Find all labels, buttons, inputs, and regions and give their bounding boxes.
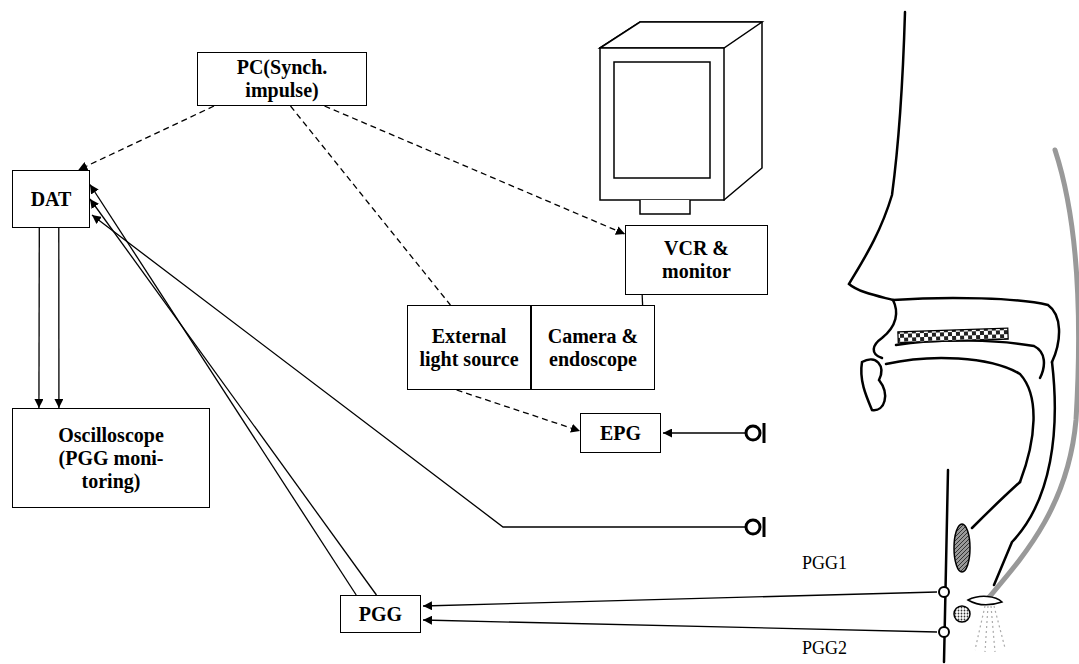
glottis	[968, 596, 1002, 604]
process-box: DAT	[12, 170, 90, 228]
light-spray	[975, 606, 1005, 652]
head-profile	[849, 12, 1078, 662]
monitor-front	[600, 48, 724, 200]
monitor-screen	[614, 62, 710, 178]
box-label: External light source	[413, 325, 525, 371]
epiglottis	[954, 524, 970, 572]
process-box: PGG	[340, 595, 421, 633]
face-profile	[849, 12, 905, 300]
box-label: VCR & monitor	[642, 237, 752, 283]
upper-lip	[874, 300, 896, 358]
box-label: Camera & endoscope	[537, 325, 649, 371]
process-box: Camera & endoscope	[531, 305, 655, 390]
box-label: EPG	[600, 422, 641, 445]
pgg-sensor	[939, 627, 949, 637]
signal-wire	[92, 215, 937, 632]
process-box: Oscilloscope (PGG moni- toring)	[12, 408, 210, 508]
process-box: External light source	[407, 305, 531, 390]
signal-name: PGG2	[800, 638, 849, 659]
monitor-top	[600, 22, 762, 48]
nasal-cavity	[893, 298, 1059, 362]
vocal-fold	[954, 606, 970, 622]
signal-line	[38, 228, 40, 408]
process-box: PC(Synch. impulse)	[197, 52, 367, 106]
signal-name: PGG1	[800, 553, 849, 574]
sync-line	[78, 106, 214, 170]
microphone-symbol	[746, 517, 764, 537]
signal-line	[90, 185, 356, 596]
sync-line	[291, 106, 451, 305]
process-box: VCR & monitor	[625, 225, 768, 295]
monitor-body	[600, 22, 762, 200]
box-label: PGG	[359, 603, 402, 626]
microphone-symbol	[746, 423, 764, 443]
box-label: PC(Synch. impulse)	[203, 56, 361, 102]
signal-line	[90, 199, 376, 595]
endoscope-tube	[985, 150, 1078, 602]
pgg-sensor	[939, 587, 949, 597]
sync-line	[457, 390, 580, 431]
monitor-stand	[640, 200, 690, 214]
monitor-icon	[600, 22, 762, 214]
box-label: DAT	[31, 188, 72, 211]
process-box: EPG	[580, 413, 661, 453]
lower-lip	[861, 359, 885, 410]
epg-palate	[898, 328, 1008, 343]
tongue	[886, 358, 1034, 482]
sync-line	[325, 106, 626, 234]
pharynx-wall	[994, 362, 1055, 585]
signal-line	[58, 228, 59, 408]
box-label: Oscilloscope (PGG moni- toring)	[36, 424, 186, 493]
signal-line	[642, 295, 644, 305]
tongue-root	[972, 482, 1020, 528]
